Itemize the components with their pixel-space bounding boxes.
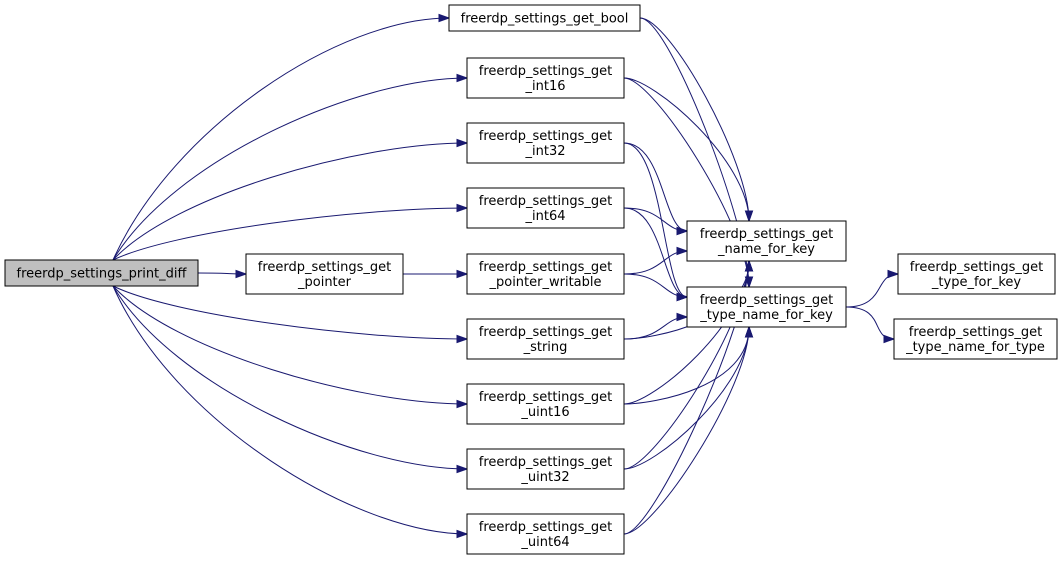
node-label: _uint32 <box>520 470 569 485</box>
node-label: _name_for_key <box>717 242 815 257</box>
node-label: freerdp_settings_get <box>700 293 833 308</box>
node-box <box>686 220 847 262</box>
node-label: freerdp_settings_get <box>700 227 833 242</box>
node-get-pointer[interactable]: freerdp_settings_get_pointer <box>245 253 404 295</box>
node-box <box>466 318 625 360</box>
node-label: freerdp_settings_get <box>479 520 612 535</box>
node-get-int32[interactable]: freerdp_settings_get_int32 <box>466 122 625 164</box>
node-box <box>466 448 625 490</box>
call-edge <box>623 77 754 223</box>
call-edge <box>845 306 896 344</box>
node-label: _int16 <box>525 79 566 94</box>
call-edge <box>623 207 689 236</box>
node-label: freerdp_settings_get <box>910 260 1043 275</box>
node-get-int64[interactable]: freerdp_settings_get_int64 <box>466 187 625 229</box>
node-label: freerdp_settings_get <box>479 390 612 405</box>
node-label: _pointer_writable <box>488 275 601 290</box>
call-edge <box>112 73 469 261</box>
node-label: _int32 <box>525 144 566 159</box>
call-edge <box>112 285 469 474</box>
node-box <box>466 122 625 164</box>
node-get-uint16[interactable]: freerdp_settings_get_uint16 <box>466 383 625 425</box>
node-label: _pointer <box>297 275 352 290</box>
node-label: freerdp_settings_get <box>909 325 1042 340</box>
node-label: _int64 <box>525 209 566 224</box>
node-get-bool[interactable]: freerdp_settings_get_bool <box>448 4 641 32</box>
call-edge <box>623 325 754 405</box>
call-edge <box>112 285 469 344</box>
node-label: _type_name_for_type <box>905 340 1045 355</box>
call-graph-nodes: freerdp_settings_print_diff freerdp_setti… <box>4 4 1058 555</box>
call-edge <box>623 273 689 302</box>
node-label: freerdp_settings_print_diff <box>17 267 188 282</box>
call-edge <box>623 312 689 340</box>
node-label: _string <box>523 340 568 355</box>
call-edge <box>623 325 754 535</box>
call-edge <box>112 285 469 539</box>
node-label: _uint16 <box>520 405 569 420</box>
node-get-uint64[interactable]: freerdp_settings_get_uint64 <box>466 513 625 555</box>
node-box <box>466 253 625 295</box>
call-edge <box>623 142 689 302</box>
call-edge <box>623 142 689 236</box>
call-edge <box>623 246 689 275</box>
call-edge <box>623 259 754 405</box>
node-label: freerdp_settings_get <box>479 455 612 470</box>
node-box <box>893 318 1058 360</box>
call-edge <box>402 269 469 279</box>
node-get-type-name-for-key[interactable]: freerdp_settings_get_type_name_for_key <box>686 286 847 328</box>
node-get-type-name-for-type[interactable]: freerdp_settings_get_type_name_for_type <box>893 318 1058 360</box>
node-box <box>4 259 199 287</box>
node-label: freerdp_settings_get <box>258 260 391 275</box>
node-label: freerdp_settings_get <box>479 64 612 79</box>
node-box <box>466 513 625 555</box>
node-get-uint32[interactable]: freerdp_settings_get_uint32 <box>466 448 625 490</box>
node-label: _type_name_for_key <box>699 308 833 323</box>
node-print-diff[interactable]: freerdp_settings_print_diff <box>4 259 199 287</box>
node-get-string[interactable]: freerdp_settings_get_string <box>466 318 625 360</box>
call-edge <box>845 269 900 308</box>
node-get-type-for-key[interactable]: freerdp_settings_get_type_for_key <box>897 253 1056 295</box>
call-edge <box>197 269 248 279</box>
call-edge <box>112 13 451 261</box>
node-get-int16[interactable]: freerdp_settings_get_int16 <box>466 57 625 99</box>
node-label: freerdp_settings_get <box>479 129 612 144</box>
call-edge <box>112 285 469 409</box>
node-label: freerdp_settings_get <box>479 325 612 340</box>
call-graph-edges <box>112 13 900 539</box>
node-box <box>466 383 625 425</box>
node-label: _type_for_key <box>931 275 1021 290</box>
call-edge <box>112 138 469 261</box>
node-box <box>466 187 625 229</box>
node-box <box>466 57 625 99</box>
node-get-pointer-writable[interactable]: freerdp_settings_get_pointer_writable <box>466 253 625 295</box>
node-box <box>448 4 641 32</box>
call-edge <box>112 203 469 261</box>
node-get-name-for-key[interactable]: freerdp_settings_get_name_for_key <box>686 220 847 262</box>
node-label: freerdp_settings_get <box>479 260 612 275</box>
call-edge <box>639 17 754 223</box>
node-label: freerdp_settings_get_bool <box>461 12 629 27</box>
node-label: _uint64 <box>520 535 569 550</box>
node-box <box>897 253 1056 295</box>
node-box <box>686 286 847 328</box>
node-label: freerdp_settings_get <box>479 194 612 209</box>
node-box <box>245 253 404 295</box>
